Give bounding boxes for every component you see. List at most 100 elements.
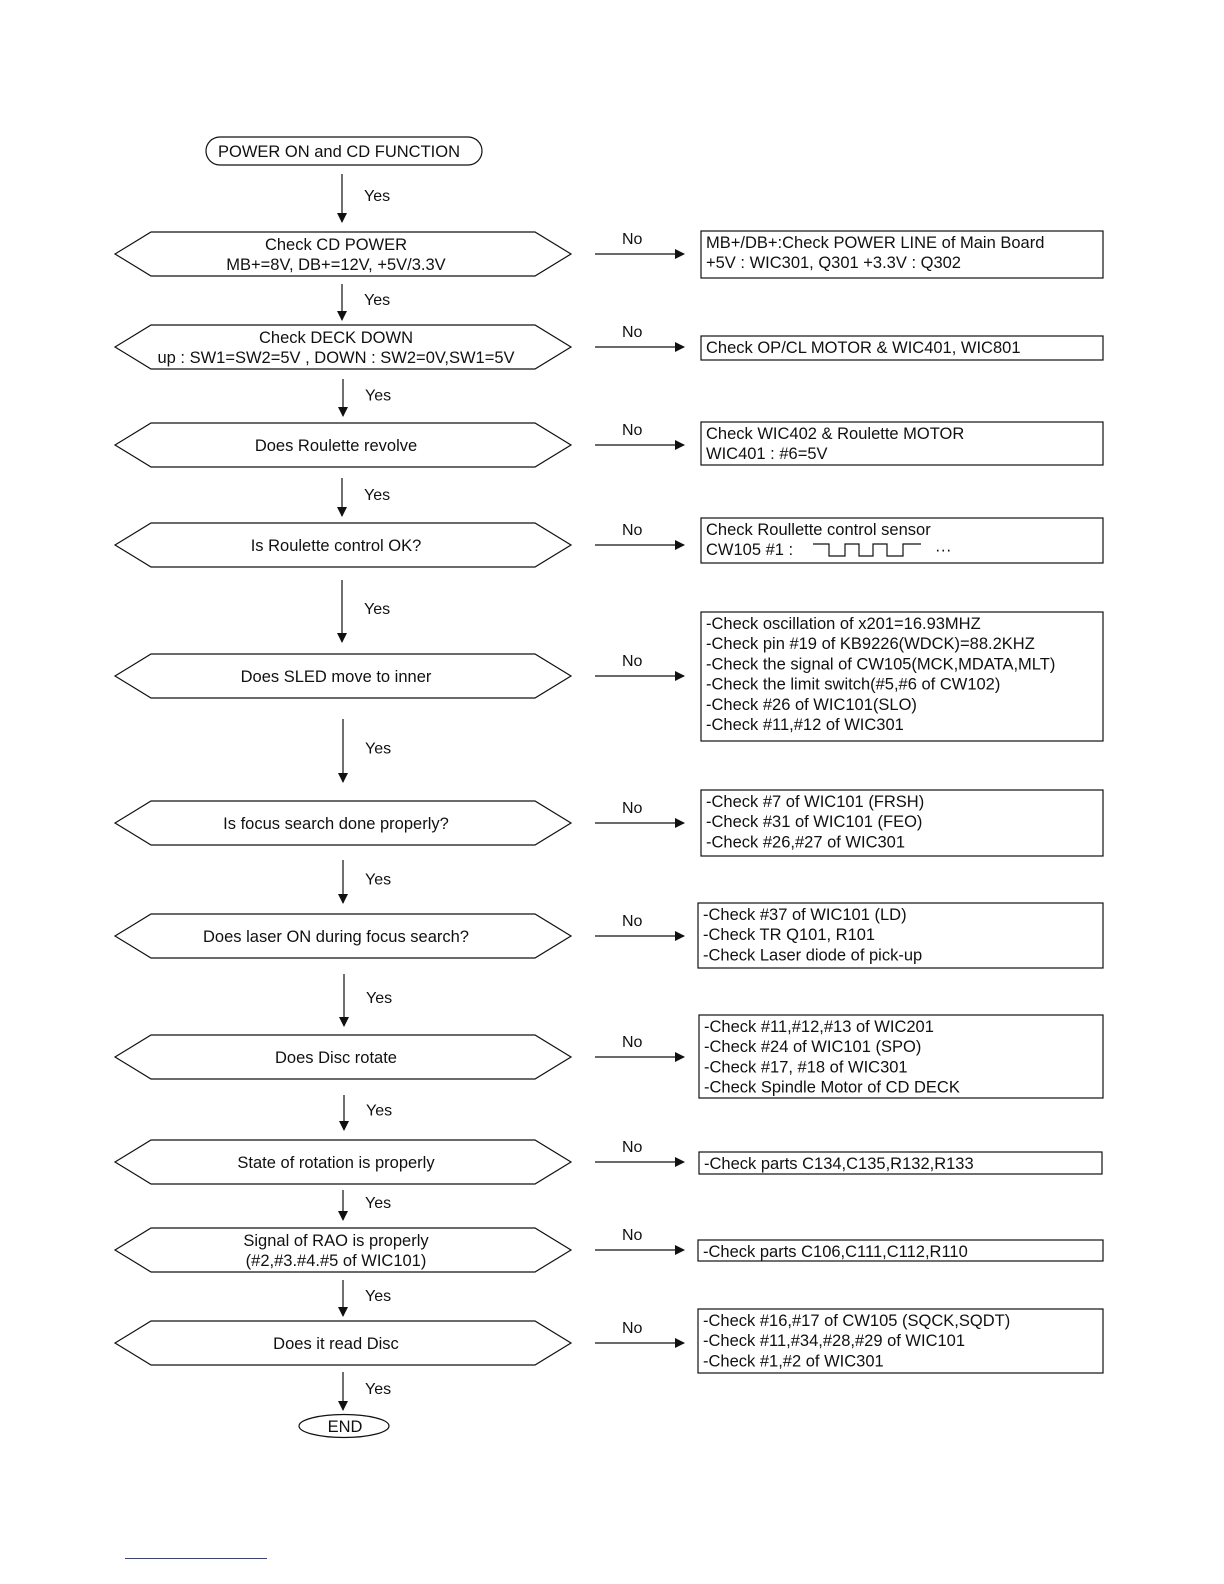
action-line: -Check #1,#2 of WIC301	[703, 1352, 884, 1370]
yes-label: Yes	[366, 990, 392, 1007]
no-label: No	[622, 324, 643, 341]
decision-label: Is focus search done properly?	[223, 815, 449, 833]
decision-shape	[113, 653, 573, 699]
start-label: POWER ON and CD FUNCTION	[218, 143, 460, 161]
action-line: -Check #17, #18 of WIC301	[704, 1058, 908, 1076]
decision-label: Check DECK DOWN	[259, 329, 413, 347]
action-box	[700, 230, 1104, 279]
action-box	[700, 517, 1104, 564]
action-line: MB+/DB+:Check POWER LINE of Main Board	[706, 234, 1044, 252]
action-line: CW105 #1 :	[706, 541, 793, 559]
action-line: Check OP/CL MOTOR & WIC401, WIC801	[706, 339, 1021, 357]
action-line: -Check #24 of WIC101 (SPO)	[704, 1038, 921, 1056]
action-line: -Check parts C106,C111,C112,R110	[703, 1243, 968, 1261]
no-label: No	[622, 800, 643, 817]
yes-label: Yes	[365, 741, 391, 758]
flow-step: Does laser ON during focus search? No -Che…	[113, 902, 1104, 969]
end-terminator: END	[298, 1413, 390, 1439]
action-line: Check Roullette control sensor	[706, 521, 931, 539]
no-label: No	[622, 653, 643, 670]
action-line: -Check #11,#34,#28,#29 of WIC101	[703, 1332, 965, 1350]
decision-label: (#2,#3.#4.#5 of WIC101)	[246, 1252, 427, 1270]
decision-shape	[113, 231, 573, 277]
action-line: -Check the limit switch(#5,#6 of CW102)	[706, 676, 1000, 694]
action-line: -Check #7 of WIC101 (FRSH)	[706, 793, 924, 811]
decision-label: up : SW1=SW2=5V , DOWN : SW2=0V,SW1=5V	[157, 349, 514, 367]
yes-label: Yes	[366, 1103, 392, 1120]
yes-label: Yes	[365, 1288, 391, 1305]
action-line: -Check #37 of WIC101 (LD)	[703, 906, 907, 924]
action-line: -Check #11,#12 of WIC301	[706, 716, 904, 734]
no-label: No	[622, 1227, 643, 1244]
decision-shape	[113, 1139, 573, 1185]
action-box	[700, 611, 1104, 742]
flow-step: Is focus search done properly? No -Check #…	[113, 789, 1104, 857]
flow-step: Check CD POWER MB+=8V, DB+=12V, +5V/3.3V N…	[113, 230, 1104, 279]
action-ellipsis: ···	[935, 541, 951, 559]
action-box	[700, 421, 1104, 466]
decision-label: Does laser ON during focus search?	[203, 928, 469, 946]
end-label: END	[328, 1418, 363, 1436]
decision-shape	[113, 422, 573, 468]
footer-rule	[125, 1558, 267, 1559]
decision-label: State of rotation is properly	[237, 1154, 435, 1172]
flow-step: Check DECK DOWN up : SW1=SW2=5V , DOWN : …	[113, 324, 1104, 370]
action-box	[698, 1151, 1103, 1175]
action-box	[700, 335, 1104, 361]
decision-label: Check CD POWER	[265, 236, 407, 254]
action-line: -Check #26,#27 of WIC301	[706, 833, 905, 851]
action-line: WIC401 : #6=5V	[706, 445, 828, 463]
flow-step: Signal of RAO is properly (#2,#3.#4.#5 of…	[113, 1227, 1104, 1273]
yes-label: Yes	[365, 1381, 391, 1398]
decision-shape	[113, 1034, 573, 1080]
yes-label: Yes	[364, 601, 390, 618]
decision-label: Does it read Disc	[273, 1335, 399, 1353]
no-label: No	[622, 913, 643, 930]
decision-label: Signal of RAO is properly	[243, 1232, 429, 1250]
yes-label: Yes	[364, 188, 390, 205]
yes-label: Yes	[365, 1195, 391, 1212]
start-terminator: POWER ON and CD FUNCTION	[205, 136, 483, 166]
decision-label: Does Roulette revolve	[255, 437, 417, 455]
action-line: -Check #16,#17 of CW105 (SQCK,SQDT)	[703, 1312, 1010, 1330]
action-line: -Check pin #19 of KB9226(WDCK)=88.2KHZ	[706, 635, 1035, 653]
action-box	[697, 1239, 1104, 1262]
decision-label: Is Roulette control OK?	[251, 537, 422, 555]
yes-label: Yes	[365, 872, 391, 889]
no-label: No	[622, 522, 643, 539]
steps-layer: Check CD POWER MB+=8V, DB+=12V, +5V/3.3V N…	[113, 230, 1104, 1374]
action-box	[700, 789, 1104, 857]
decision-shape	[113, 800, 573, 846]
action-line: -Check the signal of CW105(MCK,MDATA,MLT…	[706, 655, 1055, 673]
no-label: No	[622, 1139, 643, 1156]
flow-step: Is Roulette control OK? No Check Roullette…	[113, 517, 1104, 568]
flow-step: Does SLED move to inner No -Check oscillat…	[113, 611, 1104, 742]
no-label: No	[622, 231, 643, 248]
action-line: -Check #31 of WIC101 (FEO)	[706, 813, 922, 831]
yes-label: Yes	[364, 487, 390, 504]
decision-label: MB+=8V, DB+=12V, +5V/3.3V	[226, 256, 445, 274]
no-label: No	[622, 1034, 643, 1051]
decision-shape	[113, 522, 573, 568]
flow-step: State of rotation is properly No -Check pa…	[113, 1139, 1103, 1185]
action-line: -Check #26 of WIC101(SLO)	[706, 696, 917, 714]
action-line: -Check oscillation of x201=16.93MHZ	[706, 615, 981, 633]
action-box	[697, 1308, 1104, 1374]
decision-shape	[113, 1320, 573, 1366]
action-line: -Check Spindle Motor of CD DECK	[704, 1079, 960, 1097]
no-label: No	[622, 1320, 643, 1337]
action-line: -Check TR Q101, R101	[703, 926, 875, 944]
decision-label: Does SLED move to inner	[241, 668, 432, 686]
no-label: No	[622, 422, 643, 439]
action-line: +5V : WIC301, Q301 +3.3V : Q302	[706, 254, 961, 272]
decision-shape	[113, 913, 573, 959]
yes-label: Yes	[364, 292, 390, 309]
pulse-waveform-icon	[813, 543, 921, 557]
decision-shape	[113, 1227, 573, 1273]
action-line: -Check parts C134,C135,R132,R133	[704, 1155, 974, 1173]
flow-step: Does it read Disc No -Check #16,#17 of CW1…	[113, 1308, 1104, 1374]
yes-label: Yes	[365, 388, 391, 405]
